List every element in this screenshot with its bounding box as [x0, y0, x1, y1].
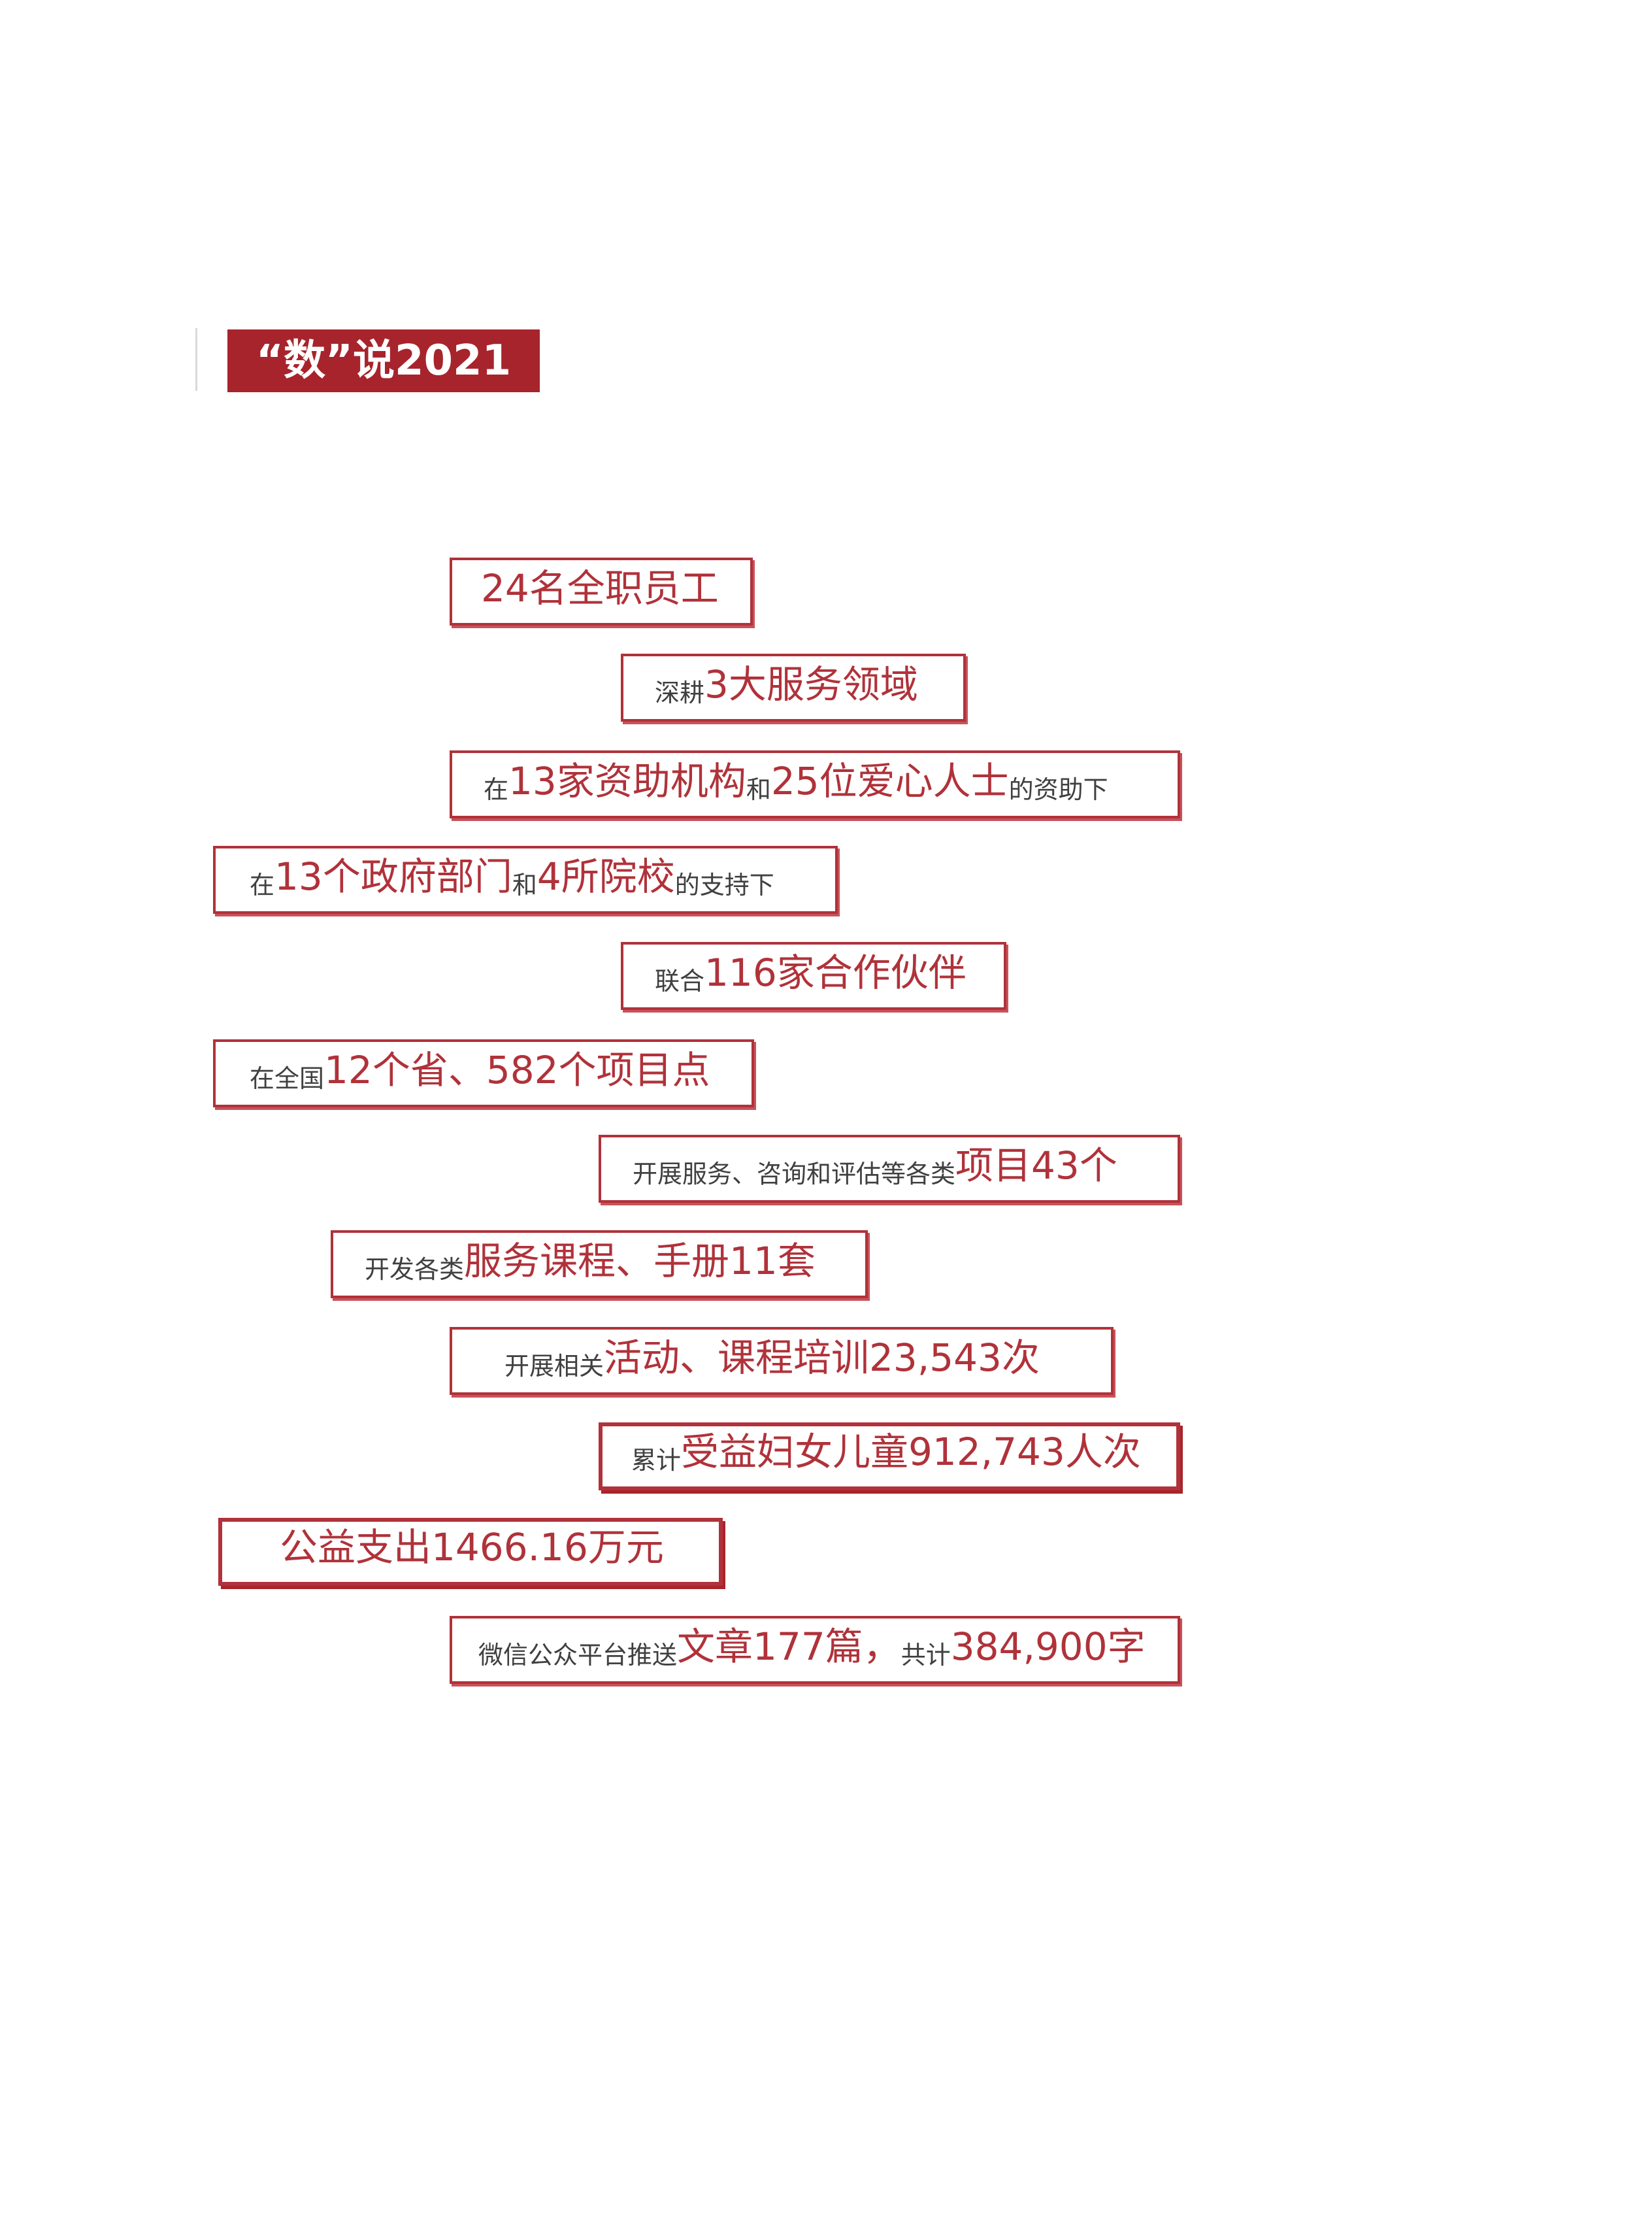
- stat-funders-text: 和: [746, 775, 771, 804]
- stat-expenditure-text: 公益支出1466.16万元: [280, 1525, 664, 1569]
- stat-funders-text: 13家资助机构: [508, 759, 746, 803]
- stat-activities-text: 开展相关: [504, 1352, 604, 1381]
- stat-wechat-text: 384,900字: [950, 1624, 1146, 1669]
- stat-provinces-text: 12个省、582个项目点: [324, 1048, 710, 1092]
- stat-expenditure: 公益支出1466.16万元: [218, 1518, 723, 1586]
- stat-funders-text: 在: [484, 775, 509, 804]
- stat-courses-text: 开发各类: [365, 1255, 465, 1284]
- section-title: “数”说2021: [227, 329, 540, 392]
- stat-courses: 开发各类服务课程、手册11套: [331, 1230, 868, 1298]
- title-divider: [195, 328, 197, 391]
- stat-provinces-text: 在全国: [250, 1064, 325, 1093]
- stat-projects-text: 开展服务、咨询和评估等各类: [633, 1160, 956, 1188]
- stat-service-fields-text: 深耕: [655, 679, 705, 707]
- stat-service-fields-text: 3大服务领域: [704, 662, 918, 707]
- stat-staff: 24名全职员工: [450, 558, 753, 626]
- stat-beneficiaries-text: 受益妇女儿童912,743人次: [681, 1430, 1141, 1474]
- stat-courses-text: 服务课程、手册11套: [464, 1239, 816, 1283]
- stat-wechat-text: 文章177篇，: [677, 1624, 901, 1669]
- stat-projects-text: 项目43个: [955, 1143, 1117, 1188]
- stat-gov-support-text: 在: [250, 871, 275, 899]
- stat-activities-text: 活动、课程培训23,543次: [604, 1335, 1040, 1380]
- stat-funders-text: 的资助下: [1008, 775, 1108, 804]
- stat-activities: 开展相关活动、课程培训23,543次: [450, 1327, 1114, 1395]
- stat-partners-text: 联合: [655, 967, 705, 996]
- stat-gov-support-text: 和: [512, 871, 537, 899]
- stat-beneficiaries: 累计受益妇女儿童912,743人次: [599, 1422, 1180, 1490]
- stat-beneficiaries-text: 累计: [631, 1446, 682, 1475]
- stat-gov-support-text: 13个政府部门: [274, 854, 512, 899]
- stat-wechat-text: 微信公众平台推送: [478, 1641, 678, 1669]
- stat-projects: 开展服务、咨询和评估等各类项目43个: [599, 1135, 1180, 1203]
- stat-funders-text: 25位爱心人士: [770, 759, 1009, 803]
- stat-wechat-text: 共计: [900, 1641, 951, 1669]
- stat-gov-support-text: 4所院校: [537, 854, 675, 899]
- stat-partners-text: 116家合作伙伴: [704, 950, 966, 995]
- stat-staff-text: 24名全职员工: [481, 566, 719, 611]
- stat-gov-support-text: 的支持下: [674, 871, 774, 899]
